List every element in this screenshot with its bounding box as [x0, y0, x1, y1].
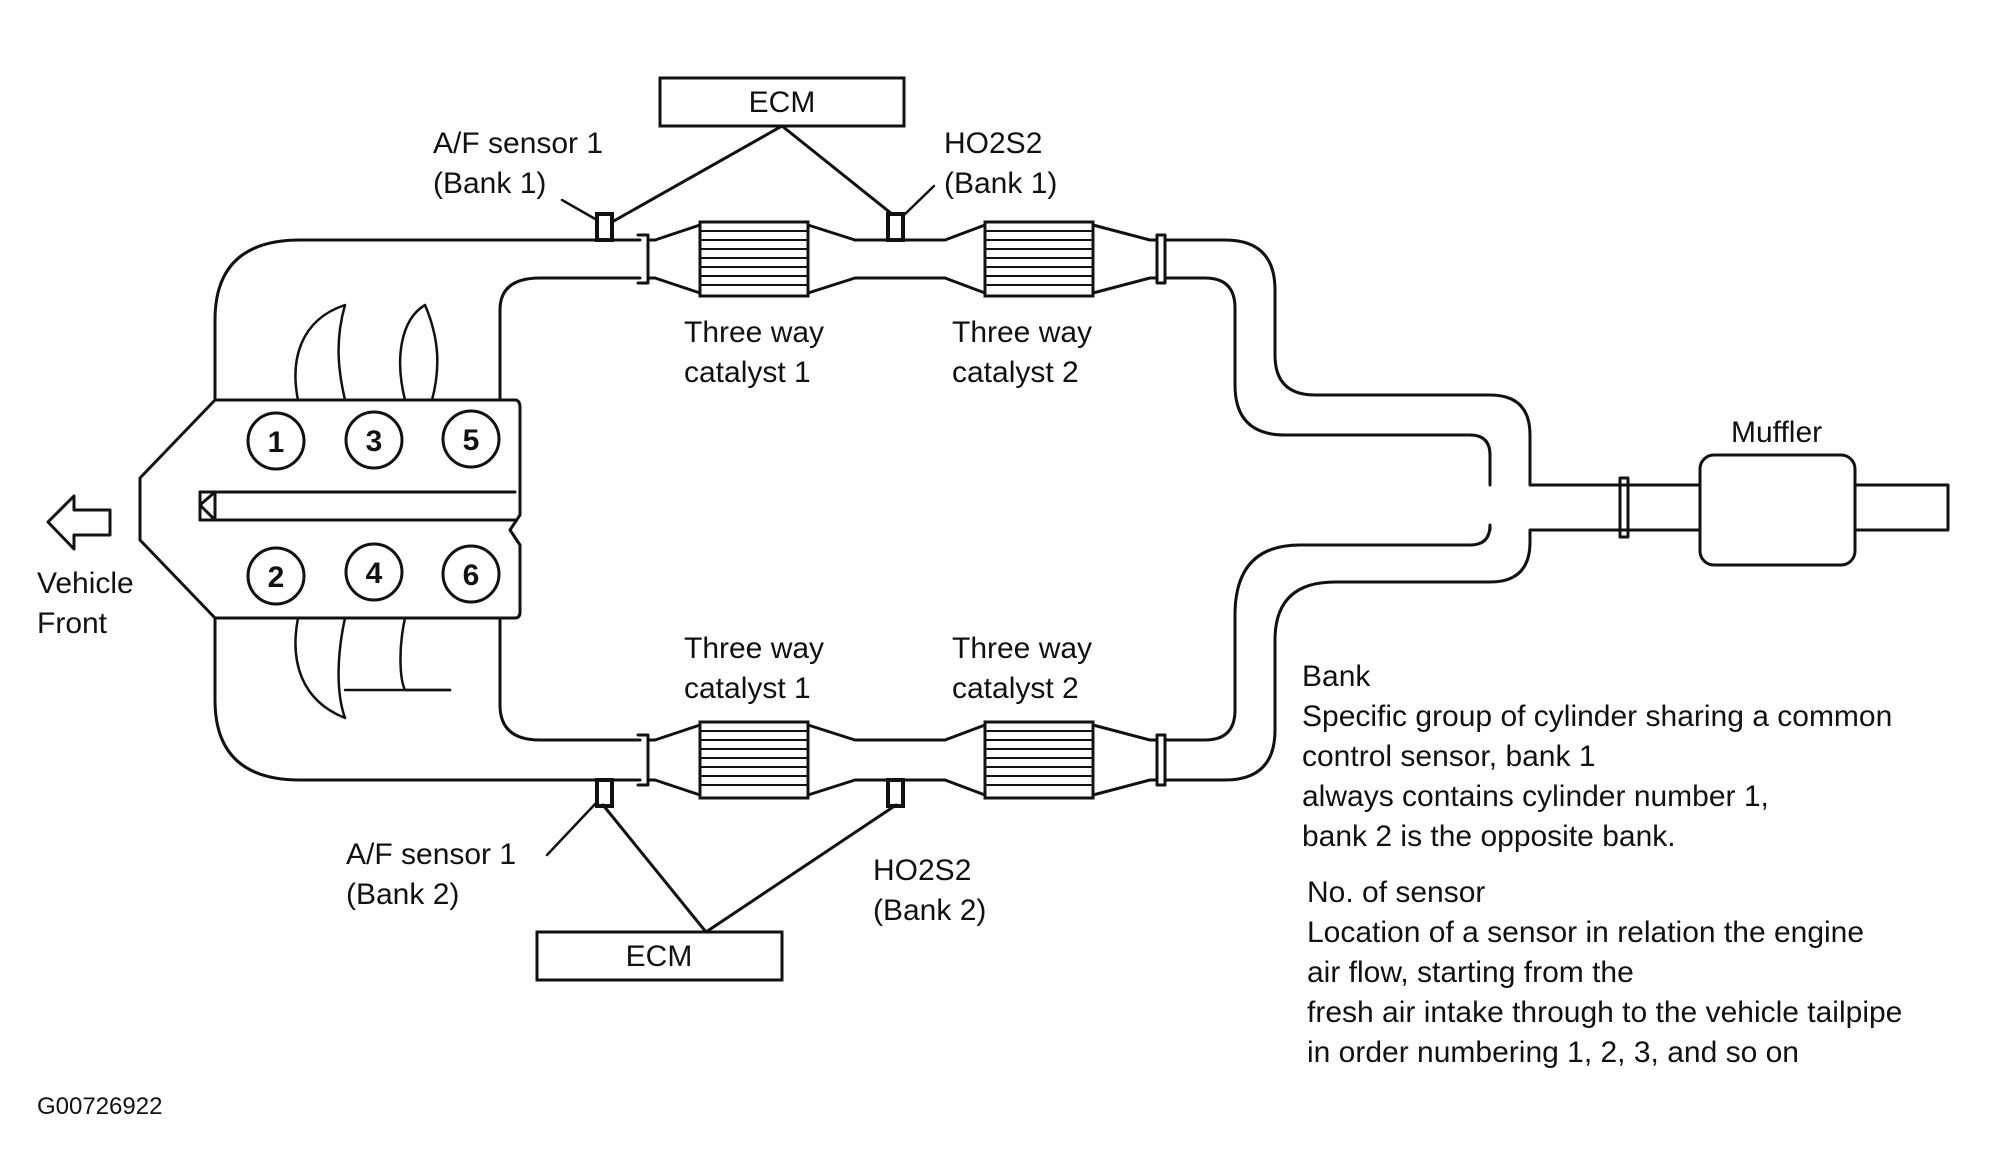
- cylinder-1: 1: [246, 411, 306, 471]
- svg-text:ECM: ECM: [749, 86, 816, 119]
- vehicle-front-arrow-icon: [46, 494, 112, 551]
- svg-text:Bank: Bank: [1302, 660, 1371, 693]
- cylinder-4: 4: [344, 542, 404, 602]
- ho2s2-bank1-label: HO2S2 (Bank 1): [944, 127, 1057, 200]
- svg-text:A/F sensor 1: A/F sensor 1: [433, 127, 603, 160]
- svg-text:bank 2 is the opposite bank.: bank 2 is the opposite bank.: [1302, 820, 1676, 853]
- bank-definition: Bank Specific group of cylinder sharing …: [1302, 660, 1892, 853]
- catalyst-top-1: [698, 220, 810, 298]
- svg-text:(Bank 2): (Bank 2): [873, 894, 986, 927]
- cylinder-6: 6: [441, 544, 501, 604]
- svg-text:2: 2: [268, 561, 285, 594]
- svg-text:3: 3: [366, 425, 383, 458]
- svg-text:catalyst 1: catalyst 1: [684, 356, 811, 389]
- af-sensor-bank1-marker: [595, 212, 614, 242]
- af-sensor-bank2-label: A/F sensor 1 (Bank 2): [346, 838, 516, 911]
- sensor-number-definition: No. of sensor Location of a sensor in re…: [1307, 876, 1902, 1069]
- ecm-bottom: ECM: [535, 930, 784, 982]
- tail-pipe: [1618, 476, 1950, 539]
- ho2s2-bank2-marker: [886, 778, 905, 808]
- af-sensor-bank2-marker: [595, 778, 614, 808]
- catalyst-bottom-2: [983, 720, 1095, 800]
- svg-text:Three way: Three way: [684, 632, 824, 665]
- catalyst-bottom-1-label: Three way catalyst 1: [684, 632, 824, 705]
- catalyst-bottom-1: [698, 720, 810, 800]
- vehicle-front-label: Vehicle Front: [37, 567, 134, 640]
- svg-text:(Bank 1): (Bank 1): [433, 167, 546, 200]
- svg-text:ECM: ECM: [626, 940, 693, 973]
- af-sensor-bank2-leader: [545, 800, 599, 857]
- svg-text:Specific group of cylinder sha: Specific group of cylinder sharing a com…: [1302, 700, 1892, 733]
- svg-text:Location of a sensor in relati: Location of a sensor in relation the eng…: [1307, 916, 1864, 949]
- af-sensor-bank1-label: A/F sensor 1 (Bank 1): [433, 127, 603, 200]
- svg-text:catalyst 1: catalyst 1: [684, 672, 811, 705]
- cylinder-3: 3: [344, 410, 404, 470]
- af-sensor-bank1-leader: [560, 198, 599, 222]
- engine-block: [138, 398, 522, 620]
- manifold-runners: [294, 303, 452, 720]
- catalyst-top-1-label: Three way catalyst 1: [684, 316, 824, 389]
- figure-id: G00726922: [37, 1093, 162, 1120]
- svg-text:(Bank 2): (Bank 2): [346, 878, 459, 911]
- svg-text:control sensor, bank 1: control sensor, bank 1: [1302, 740, 1596, 773]
- muffler-label: Muffler: [1731, 416, 1822, 449]
- svg-text:A/F sensor 1: A/F sensor 1: [346, 838, 516, 871]
- ecm-top: ECM: [658, 76, 906, 128]
- svg-text:catalyst 2: catalyst 2: [952, 672, 1079, 705]
- catalyst-top-2-label: Three way catalyst 2: [952, 316, 1092, 389]
- svg-text:catalyst 2: catalyst 2: [952, 356, 1079, 389]
- svg-text:air flow, starting from the: air flow, starting from the: [1307, 956, 1634, 989]
- svg-text:always contains cylinder numbe: always contains cylinder number 1,: [1302, 780, 1769, 813]
- catalyst-top-2: [983, 220, 1095, 298]
- ho2s2-bank2-label: HO2S2 (Bank 2): [873, 854, 986, 927]
- ho2s2-bank1-marker: [886, 212, 905, 242]
- muffler-body: [1698, 453, 1857, 567]
- svg-text:Three way: Three way: [684, 316, 824, 349]
- ho2s2-bank1-leader: [901, 184, 936, 218]
- svg-text:1: 1: [268, 426, 285, 459]
- svg-text:Three way: Three way: [952, 632, 1092, 665]
- ecm-top-wires: [610, 124, 894, 224]
- svg-text:4: 4: [366, 557, 383, 590]
- svg-text:Front: Front: [37, 607, 108, 640]
- cylinder-2: 2: [246, 546, 306, 606]
- svg-text:5: 5: [463, 424, 480, 457]
- svg-text:No. of sensor: No. of sensor: [1307, 876, 1485, 909]
- svg-text:HO2S2: HO2S2: [944, 127, 1042, 160]
- svg-text:Vehicle: Vehicle: [37, 567, 134, 600]
- svg-text:HO2S2: HO2S2: [873, 854, 971, 887]
- svg-text:fresh air intake through to th: fresh air intake through to the vehicle …: [1307, 996, 1902, 1029]
- svg-text:6: 6: [463, 559, 480, 592]
- ecm-bottom-wires: [601, 803, 898, 934]
- svg-text:Three way: Three way: [952, 316, 1092, 349]
- svg-text:in order numbering 1, 2, 3, an: in order numbering 1, 2, 3, and so on: [1307, 1036, 1799, 1069]
- exhaust-pipe-bank2: [213, 523, 1622, 797]
- cylinder-5: 5: [441, 409, 501, 469]
- svg-text:(Bank 1): (Bank 1): [944, 167, 1057, 200]
- catalyst-bottom-2-label: Three way catalyst 2: [952, 632, 1092, 705]
- exhaust-pipe-bank1: [213, 223, 1622, 487]
